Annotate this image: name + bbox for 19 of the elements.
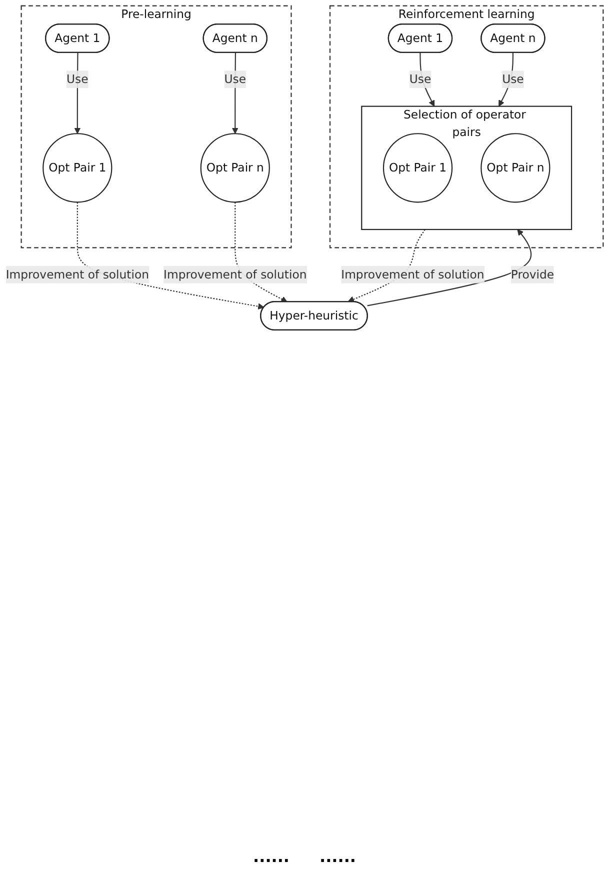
arrow (74, 52, 81, 134)
edge-label: Improvement of solution (6, 267, 149, 282)
node-circle: Opt Pair n (480, 133, 550, 203)
edge-label: Use (409, 72, 432, 86)
edge-label: Improvement of solution (164, 267, 307, 282)
node-circle: Opt Pair 1 (42, 133, 112, 203)
arrow (420, 52, 435, 107)
arrow (367, 229, 532, 306)
node-circle: Opt Pair 1 (382, 133, 453, 203)
edge-label: Use (502, 72, 524, 86)
arrow (232, 52, 238, 134)
edge-label: Use (224, 72, 246, 86)
ellipsis-text: ...... (253, 847, 290, 866)
edge-label: Provide (510, 267, 554, 282)
arrow (498, 52, 514, 107)
ellipsis-text: ...... (320, 847, 356, 866)
edge-label: Use (66, 72, 88, 86)
node-circle: Opt Pair n (200, 133, 270, 203)
edge-label: Improvement of solution (341, 267, 484, 282)
